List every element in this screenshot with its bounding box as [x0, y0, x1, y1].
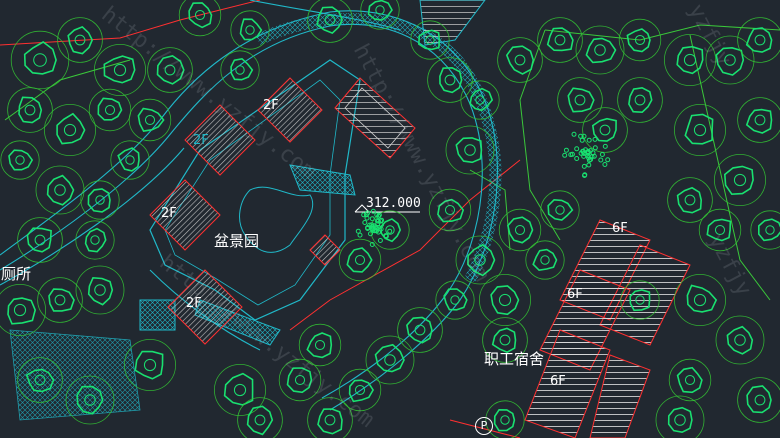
tree-symbol	[35, 165, 85, 215]
area-label-toilet: 厕所	[1, 265, 32, 283]
tree-symbol	[705, 35, 755, 85]
tree-symbol	[237, 397, 283, 438]
tree-symbol	[178, 0, 222, 37]
floor-label-pavilion-b: 2F	[193, 133, 209, 148]
tree-symbol	[7, 87, 53, 133]
tree-symbol	[10, 30, 70, 90]
tree-symbol	[298, 323, 342, 367]
tree-symbol	[478, 273, 531, 326]
tree-symbol	[278, 358, 322, 402]
tree-symbol	[17, 217, 63, 263]
tree-symbol	[88, 88, 132, 132]
tree-symbol	[620, 280, 660, 320]
floor-label-pavilion-c: 2F	[161, 206, 177, 221]
tree-symbol	[80, 180, 120, 220]
tree-symbol	[0, 284, 46, 336]
tree-symbol	[582, 107, 628, 153]
tree-symbol	[655, 395, 705, 438]
floor-label-dorm-b: 6F	[567, 287, 583, 302]
tree-symbol	[57, 17, 103, 63]
floor-label-pavilion-a: 2F	[263, 98, 279, 113]
area-label-staff-dormitory: 职工宿舍	[484, 350, 545, 368]
tree-symbol	[575, 25, 625, 75]
tree-symbol	[220, 50, 260, 90]
area-label-bonsai-garden: 盆景园	[214, 232, 260, 250]
tree-symbol	[147, 47, 193, 93]
shrub-cluster	[355, 208, 393, 247]
pavilion-roof-a	[257, 77, 323, 143]
elevation-value: 312.000	[366, 196, 421, 211]
walkway-band	[9, 0, 502, 421]
tree-symbol	[485, 400, 525, 438]
tree-symbol	[427, 57, 473, 103]
pavilion-roof-d	[167, 269, 243, 345]
tree-symbol	[445, 125, 495, 175]
tree-symbol	[525, 240, 565, 280]
tree-symbol	[94, 44, 147, 97]
pavilion-roof-c	[149, 179, 221, 251]
tree-symbol	[460, 80, 500, 120]
small-gazebo-roof	[309, 234, 341, 266]
tree-symbol	[397, 307, 443, 353]
tree-symbol	[714, 153, 767, 206]
parking-icon: P	[475, 417, 493, 435]
tree-symbol	[110, 140, 150, 180]
tree-symbol	[737, 17, 780, 63]
tree-symbol	[428, 188, 472, 232]
tree-symbol	[674, 104, 727, 157]
tree-symbol	[75, 220, 115, 260]
hall-roof	[334, 77, 416, 159]
tree-symbol	[65, 375, 115, 425]
tree-symbol	[482, 317, 528, 363]
tree-symbol	[338, 368, 382, 412]
pavilion-roofs	[149, 77, 416, 345]
tree-symbol	[668, 358, 712, 402]
tree-symbol	[435, 280, 475, 320]
pavilion-roof-b	[184, 104, 256, 176]
tree-symbol	[715, 315, 765, 365]
staff-dormitory-blocks	[524, 219, 691, 438]
tree-symbol	[667, 177, 713, 223]
tree-symbol	[674, 273, 727, 326]
tree-symbol	[338, 238, 382, 282]
tree-symbol	[497, 37, 543, 83]
tree-symbol	[750, 210, 780, 250]
tree-symbol	[618, 18, 662, 62]
tree-symbol	[737, 377, 780, 423]
tree-symbol	[365, 335, 415, 385]
tree-symbol	[213, 363, 266, 416]
tree-symbol	[37, 277, 83, 323]
tree-symbol	[455, 235, 505, 285]
shrub-cluster	[562, 131, 611, 178]
tree-symbol	[0, 140, 40, 180]
tree-symbol	[617, 77, 663, 123]
tree-symbol	[537, 17, 583, 63]
tree-symbol	[307, 0, 353, 43]
tree-symbol	[360, 0, 400, 30]
tree-symbol	[737, 97, 780, 143]
tree-symbol	[230, 10, 270, 50]
tree-symbol	[498, 208, 542, 252]
tree-symbol	[17, 357, 63, 403]
tree-symbol	[557, 77, 603, 123]
tree-symbol	[307, 397, 353, 438]
tree-symbol	[124, 338, 177, 391]
floor-label-pavilion-d: 2F	[186, 296, 202, 311]
floor-label-dorm-c: 6F	[550, 374, 566, 389]
tree-symbol	[540, 190, 580, 230]
tree-symbol	[44, 104, 97, 157]
tree-symbol	[410, 20, 450, 60]
tree-symbol	[75, 265, 125, 315]
tree-symbol	[698, 208, 742, 252]
tree-symbol	[664, 34, 717, 87]
floor-label-dorm-a: 6F	[612, 221, 628, 236]
tree-symbol	[128, 98, 172, 142]
